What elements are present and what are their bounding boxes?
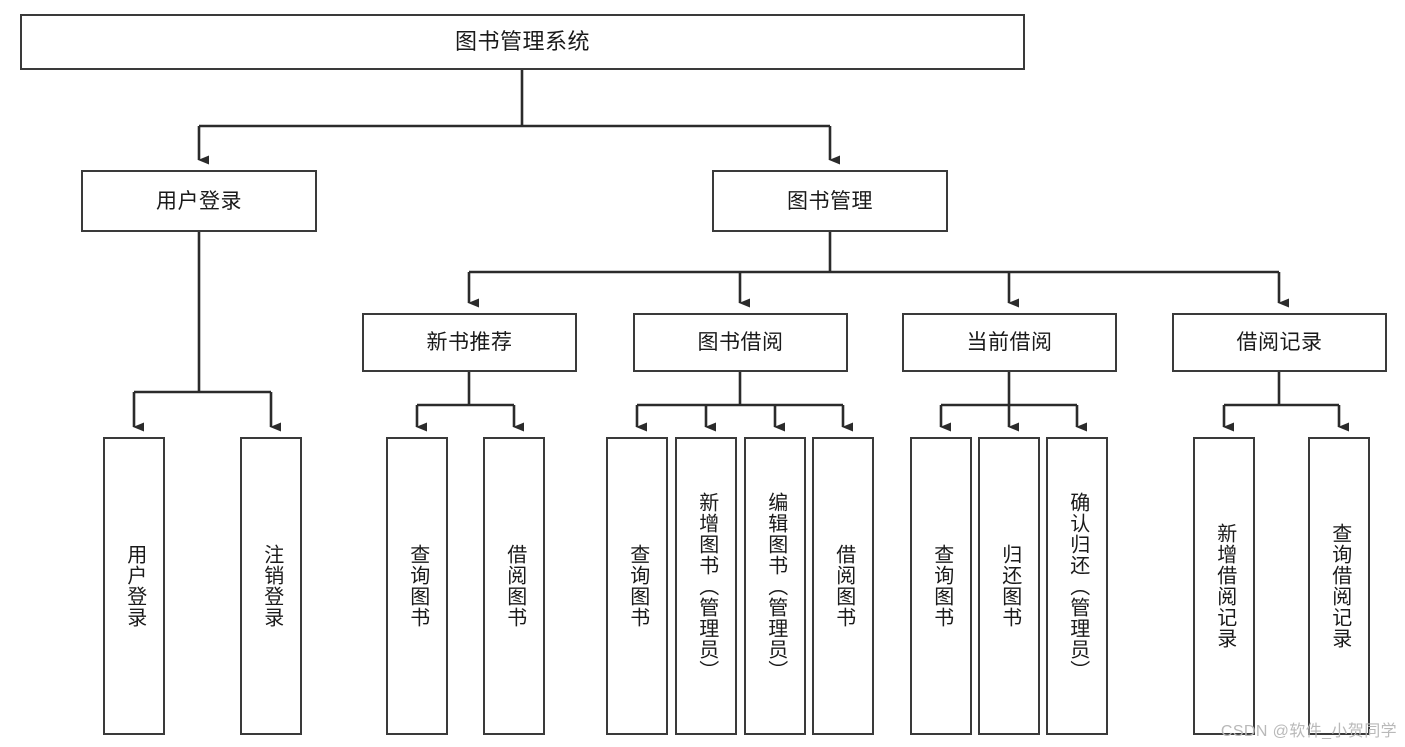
- node-label: 查询图书: [406, 544, 429, 628]
- node-new-book-recommend[interactable]: 新书推荐: [362, 313, 577, 372]
- leaf-user-login-logout[interactable]: 注销登录: [240, 437, 302, 735]
- node-label: 图书管理: [787, 189, 873, 213]
- leaf-current-borrow-return-books[interactable]: 归还图书: [978, 437, 1040, 735]
- node-label: 借阅图书: [832, 544, 855, 628]
- leaf-current-borrow-confirm-return-admin[interactable]: 确认归还（管理员）: [1046, 437, 1108, 735]
- leaf-borrow-records-query-record[interactable]: 查询借阅记录: [1308, 437, 1370, 735]
- node-current-borrow[interactable]: 当前借阅: [902, 313, 1117, 372]
- node-label: 查询图书: [626, 544, 649, 628]
- node-label: 用户登录: [156, 189, 242, 213]
- node-book-management[interactable]: 图书管理: [712, 170, 948, 232]
- leaf-user-login-login[interactable]: 用户登录: [103, 437, 165, 735]
- node-label: 借阅图书: [503, 544, 526, 628]
- leaf-book-borrow-query-books[interactable]: 查询图书: [606, 437, 668, 735]
- node-label: 借阅记录: [1236, 331, 1323, 354]
- node-root-book-management-system[interactable]: 图书管理系统: [20, 14, 1025, 70]
- node-user-login[interactable]: 用户登录: [81, 170, 317, 232]
- node-label: 注销登录: [260, 544, 283, 628]
- node-label: 确认归还（管理员）: [1066, 491, 1089, 681]
- node-book-borrow[interactable]: 图书借阅: [633, 313, 848, 372]
- node-label: 新增图书（管理员）: [695, 491, 718, 681]
- leaf-book-borrow-borrow-books[interactable]: 借阅图书: [812, 437, 874, 735]
- node-borrow-records[interactable]: 借阅记录: [1172, 313, 1387, 372]
- node-label: 归还图书: [998, 544, 1021, 628]
- node-label: 查询图书: [930, 544, 953, 628]
- node-label: 当前借阅: [966, 331, 1053, 354]
- node-label: 查询借阅记录: [1328, 523, 1351, 649]
- node-label: 新书推荐: [426, 331, 513, 354]
- leaf-current-borrow-query-books[interactable]: 查询图书: [910, 437, 972, 735]
- watermark-text: CSDN @软件_小贺同学: [1220, 723, 1397, 740]
- node-label: 用户登录: [123, 544, 146, 628]
- leaf-book-borrow-edit-book-admin[interactable]: 编辑图书（管理员）: [744, 437, 806, 735]
- leaf-new-book-query-books[interactable]: 查询图书: [386, 437, 448, 735]
- leaf-new-book-borrow-books[interactable]: 借阅图书: [483, 437, 545, 735]
- node-label: 图书借阅: [697, 331, 784, 354]
- node-label: 图书管理系统: [454, 29, 590, 54]
- leaf-book-borrow-add-book-admin[interactable]: 新增图书（管理员）: [675, 437, 737, 735]
- node-label: 编辑图书（管理员）: [764, 491, 787, 681]
- node-label: 新增借阅记录: [1213, 523, 1236, 649]
- leaf-borrow-records-add-record[interactable]: 新增借阅记录: [1193, 437, 1255, 735]
